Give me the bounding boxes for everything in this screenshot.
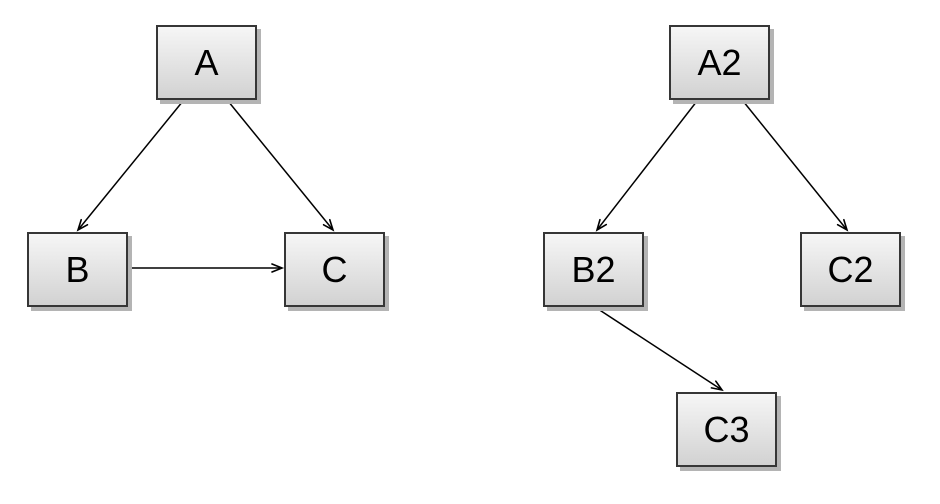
node-label: A2 — [697, 41, 742, 83]
node-C[interactable]: C — [284, 232, 385, 307]
node-label: A — [194, 41, 219, 83]
node-label: B — [65, 248, 90, 290]
edge-A2-B2[interactable] — [595, 100, 698, 232]
node-B2[interactable]: B2 — [543, 232, 644, 307]
edge-group — [76, 100, 849, 392]
edge-A2-C2[interactable] — [742, 100, 849, 232]
edge-A-B[interactable] — [76, 100, 184, 232]
node-C3[interactable]: C3 — [676, 392, 777, 467]
node-A[interactable]: A — [156, 25, 257, 100]
node-label: C3 — [703, 408, 750, 450]
edge-A-C[interactable] — [227, 100, 335, 232]
node-C2[interactable]: C2 — [800, 232, 901, 307]
node-label: B2 — [571, 248, 616, 290]
node-B[interactable]: B — [27, 232, 128, 307]
node-label: C — [321, 248, 348, 290]
edge-B2-C3[interactable] — [594, 306, 724, 392]
node-A2[interactable]: A2 — [669, 25, 770, 100]
node-label: C2 — [827, 248, 874, 290]
